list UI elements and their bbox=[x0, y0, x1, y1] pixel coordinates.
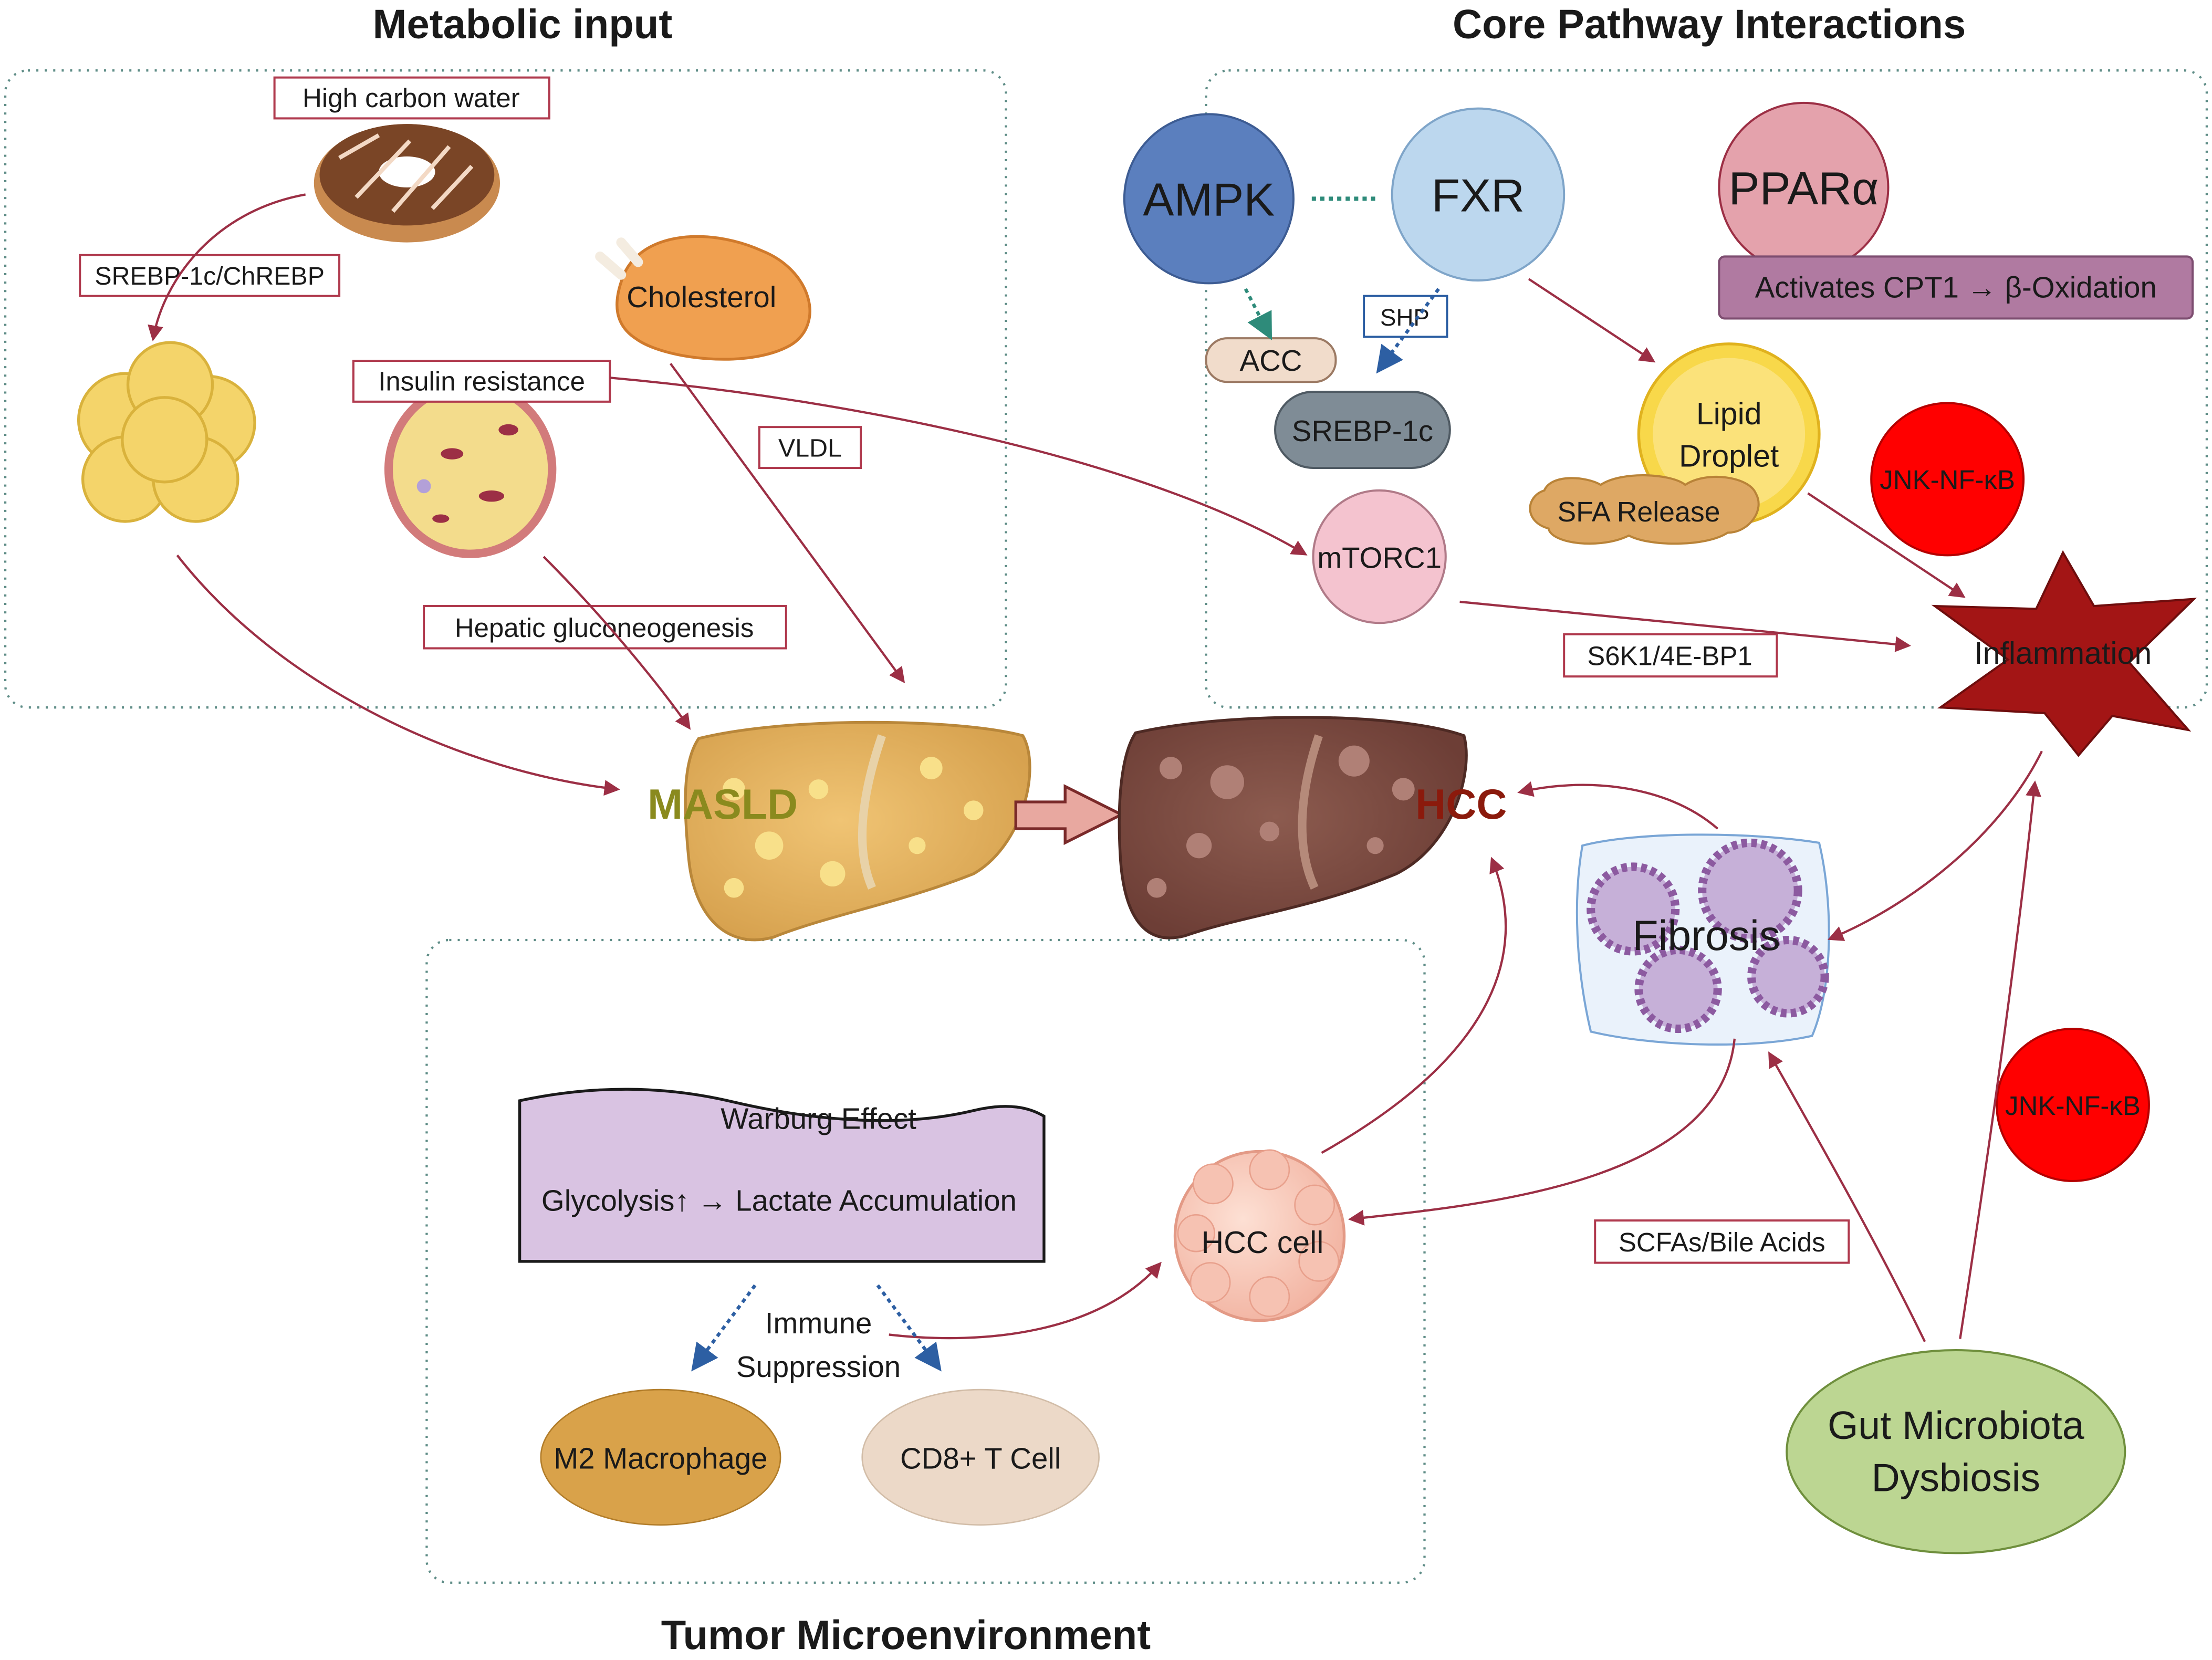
dashed-arrows bbox=[691, 288, 1440, 1372]
donut-icon bbox=[314, 124, 500, 243]
hcc-label: HCC bbox=[1415, 781, 1507, 828]
tumor-microenvironment-title: Tumor Microenvironment bbox=[661, 1613, 1151, 1657]
insulin-resistance-label: Insulin resistance bbox=[352, 360, 611, 403]
svg-text:ACC: ACC bbox=[1240, 344, 1302, 377]
arrow-fxr-to-droplet bbox=[1528, 278, 1656, 363]
srebp1c-node: SREBP-1c bbox=[1274, 391, 1451, 469]
svg-text:Glycolysis↑ → Lactate Accumula: Glycolysis↑ → Lactate Accumulation bbox=[541, 1184, 1017, 1217]
high-carb-label: High carbon water bbox=[273, 76, 550, 120]
svg-text:CD8+ T Cell: CD8+ T Cell bbox=[900, 1442, 1061, 1475]
svg-text:mTORC1: mTORC1 bbox=[1317, 541, 1442, 575]
svg-text:VLDL: VLDL bbox=[778, 434, 842, 463]
core-pathway-frame bbox=[1205, 69, 2208, 709]
svg-text:JNK-NF-κB: JNK-NF-κB bbox=[1880, 465, 2015, 495]
lipid-droplet-node: Lipid Droplet bbox=[1637, 342, 1821, 526]
arrow-mtorc1-to-inflammation bbox=[1459, 600, 1911, 652]
shp-label: SHP bbox=[1363, 295, 1448, 338]
acc-node: ACC bbox=[1205, 337, 1337, 383]
immune-suppression-line1: Immune bbox=[765, 1307, 872, 1340]
m2-macrophage-node: M2 Macrophage bbox=[540, 1388, 781, 1526]
arrow-gut-to-fibrosis bbox=[1768, 1051, 1926, 1342]
svg-text:S6K1/4E-BP1: S6K1/4E-BP1 bbox=[1587, 641, 1752, 671]
svg-text:Inflammation: Inflammation bbox=[1974, 636, 2152, 671]
vldl-label: VLDL bbox=[758, 426, 862, 469]
ppara-effect-box: Activates CPT1 → β-Oxidation bbox=[1718, 255, 2194, 320]
svg-text:Droplet: Droplet bbox=[1679, 439, 1779, 473]
masld-label: MASLD bbox=[648, 781, 798, 828]
dash-ampk-to-acc bbox=[1244, 288, 1272, 340]
ppara-node: PPARα bbox=[1718, 101, 1890, 273]
jnk-nfkb-node-top: JNK-NF-κB bbox=[1870, 402, 2025, 557]
arrow-tissue-to-masld bbox=[542, 556, 691, 730]
arrow-fibrosis-to-hcccell bbox=[1348, 1038, 1736, 1226]
arrow-fat-to-masld bbox=[176, 555, 620, 796]
hcc-cell-label: HCC cell bbox=[1201, 1225, 1323, 1260]
fat-cells-icon bbox=[77, 341, 256, 523]
dash-warburg-to-cd8 bbox=[876, 1284, 942, 1372]
svg-text:PPARα: PPARα bbox=[1729, 162, 1879, 214]
arrow-cholesterol-to-masld bbox=[670, 363, 905, 684]
arrow-fibrosis-to-hcc bbox=[1517, 781, 1719, 830]
metabolic-input-title: Metabolic input bbox=[373, 2, 673, 47]
arrows bbox=[148, 193, 2043, 1342]
fibrosis-label: Fibrosis bbox=[1632, 912, 1780, 959]
tumor-microenvironment-frame bbox=[425, 938, 1426, 1584]
svg-text:SREBP-1c/ChREBP: SREBP-1c/ChREBP bbox=[95, 262, 325, 290]
arrow-immune-to-hcccell bbox=[889, 1261, 1162, 1340]
svg-text:Insulin resistance: Insulin resistance bbox=[378, 366, 585, 396]
svg-text:Lipid: Lipid bbox=[1696, 396, 1762, 431]
hcc-liver-icon bbox=[1118, 716, 1468, 939]
svg-text:Hepatic gluconeogenesis: Hepatic gluconeogenesis bbox=[455, 613, 754, 643]
ampk-node: AMPK bbox=[1123, 113, 1295, 285]
svg-text:FXR: FXR bbox=[1432, 170, 1525, 222]
svg-text:Dysbiosis: Dysbiosis bbox=[1872, 1455, 2040, 1499]
cholesterol-label: Cholesterol bbox=[627, 280, 776, 314]
progression-arrow bbox=[1014, 784, 1125, 845]
svg-text:AMPK: AMPK bbox=[1143, 174, 1275, 226]
warburg-effect-box: Warburg Effect Glycolysis↑ → Lactate Acc… bbox=[518, 1088, 1046, 1263]
hepatic-gluconeogenesis-label: Hepatic gluconeogenesis bbox=[423, 604, 787, 650]
scfas-label: SCFAs/Bile Acids bbox=[1594, 1219, 1850, 1264]
svg-text:SCFAs/Bile Acids: SCFAs/Bile Acids bbox=[1619, 1227, 1825, 1257]
arrow-inflammation-to-fibrosis bbox=[1827, 750, 2043, 941]
dash-warburg-to-m2 bbox=[691, 1284, 757, 1372]
mtorc1-node: mTORC1 bbox=[1312, 489, 1447, 624]
masld-liver-icon bbox=[684, 721, 1031, 942]
fibrosis-tissue-icon bbox=[1575, 833, 1830, 1046]
fxr-node: FXR bbox=[1391, 107, 1566, 282]
inflammation-star: Inflammation bbox=[1931, 550, 2197, 757]
s6k1-label: S6K1/4E-BP1 bbox=[1563, 633, 1778, 678]
svg-text:SFA Release: SFA Release bbox=[1557, 496, 1720, 528]
cd8-t-cell-node: CD8+ T Cell bbox=[861, 1388, 1100, 1526]
immune-suppression-line2: Suppression bbox=[736, 1350, 901, 1383]
metabolic-input-frame bbox=[4, 69, 1007, 709]
gut-microbiota-node: Gut Microbiota Dysbiosis bbox=[1786, 1349, 2126, 1554]
arrow-gut-to-inflammation bbox=[1959, 780, 2041, 1339]
arrow-donut-to-fat bbox=[148, 193, 306, 342]
svg-text:High carbon water: High carbon water bbox=[302, 83, 520, 113]
arrow-droplet-to-inflammation bbox=[1807, 492, 1966, 598]
liver-tissue-icon bbox=[384, 380, 557, 558]
svg-text:SREBP-1c: SREBP-1c bbox=[1292, 414, 1433, 447]
svg-text:M2 Macrophage: M2 Macrophage bbox=[554, 1442, 767, 1475]
srebp-chrebp-label: SREBP-1c/ChREBP bbox=[79, 254, 341, 297]
sfa-release-node: SFA Release bbox=[1529, 474, 1760, 545]
chicken-icon bbox=[595, 235, 811, 361]
svg-text:Warburg Effect: Warburg Effect bbox=[721, 1102, 916, 1135]
svg-text:SHP: SHP bbox=[1380, 304, 1430, 331]
core-pathway-title: Core Pathway Interactions bbox=[1453, 2, 1966, 47]
arrow-hcccell-to-hcc bbox=[1321, 857, 1507, 1154]
jnk-nfkb-node-bottom: JNK-NF-κB bbox=[1996, 1028, 2150, 1182]
svg-text:Gut Microbiota: Gut Microbiota bbox=[1828, 1403, 2084, 1447]
svg-text:JNK-NF-κB: JNK-NF-κB bbox=[2005, 1091, 2141, 1121]
arrow-insulin-to-mtorc1 bbox=[610, 377, 1308, 556]
hcc-cell-icon bbox=[1173, 1149, 1346, 1322]
svg-text:Activates CPT1 → β-Oxidation: Activates CPT1 → β-Oxidation bbox=[1755, 270, 2157, 304]
